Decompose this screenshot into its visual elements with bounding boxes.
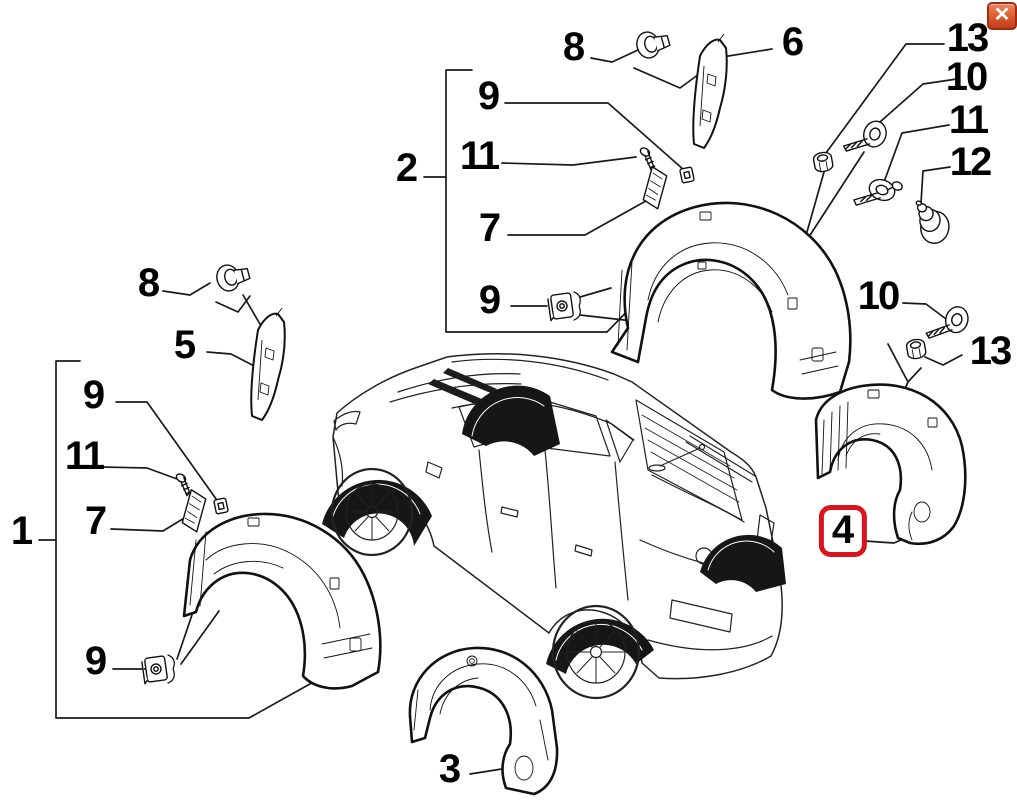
rear-wheel (551, 604, 641, 700)
callout-8-0[interactable]: 8 (562, 25, 585, 69)
callout-9-12[interactable]: 9 (478, 278, 501, 322)
bracket-strip-6 (692, 33, 728, 149)
license-recess (669, 599, 733, 633)
callout-6-1[interactable]: 6 (781, 20, 804, 64)
callout-11-16[interactable]: 11 (64, 434, 105, 478)
rear-liner-part (408, 646, 559, 796)
clip-nut-9-large-lower (141, 655, 168, 685)
callout-1-18[interactable]: 1 (10, 509, 33, 553)
nut-13-mid (905, 338, 927, 360)
front-left-liner-part (182, 512, 382, 690)
wiper-strip (443, 368, 497, 394)
door-handle (500, 506, 519, 518)
front-light (333, 410, 361, 431)
front-right-liner-floating (462, 385, 560, 456)
mirror (425, 461, 443, 479)
antenna (648, 443, 706, 472)
callout-9-15[interactable]: 9 (82, 373, 105, 417)
callout-4-19[interactable]: 4 (818, 505, 868, 557)
car-illustration (322, 352, 786, 700)
callout-label: 12 (949, 140, 992, 184)
callout-10-4[interactable]: 10 (945, 55, 988, 99)
callout-10-11[interactable]: 10 (857, 274, 900, 318)
rear-right-liner-installed (700, 534, 786, 592)
leader-lines (38, 43, 963, 775)
front-liner-part (610, 201, 852, 400)
callout-label: 8 (562, 25, 585, 69)
callout-label: 10 (945, 55, 988, 99)
callout-label: 9 (477, 74, 500, 118)
callout-12-8[interactable]: 12 (949, 140, 992, 184)
callout-label: 6 (781, 20, 804, 64)
callout-11-5[interactable]: 11 (459, 134, 500, 178)
front-wheel (330, 467, 414, 557)
rear-window (635, 399, 743, 521)
callout-3-21[interactable]: 3 (438, 747, 461, 791)
callout-label: 11 (948, 98, 989, 142)
callout-9-20[interactable]: 9 (84, 639, 107, 683)
door-handle (574, 544, 593, 557)
callout-label: 13 (969, 329, 1012, 373)
plate-7-upper (642, 166, 668, 210)
screw-grommet-12 (915, 200, 950, 244)
callout-13-14[interactable]: 13 (969, 329, 1012, 373)
close-button[interactable]: ✕ (987, 2, 1017, 30)
screw-10-mid (925, 306, 969, 339)
callout-label: 8 (137, 261, 160, 305)
screw-11-upper (639, 147, 656, 171)
grommet-8-left (216, 264, 251, 292)
clip-nut-9-large-upper (547, 292, 574, 322)
callout-label: 1 (10, 509, 33, 553)
bracket-strip-5 (250, 307, 286, 421)
callout-5-13[interactable]: 5 (173, 323, 196, 367)
callout-2-6[interactable]: 2 (395, 146, 418, 190)
rivet-11-right (853, 178, 903, 206)
callout-label: 4 (831, 508, 855, 552)
callout-label: 11 (64, 434, 105, 478)
callout-label: 7 (478, 206, 501, 250)
car-body-outline (332, 352, 783, 680)
grommet-8-top (636, 31, 671, 59)
callout-label: 5 (173, 323, 196, 367)
callout-7-9[interactable]: 7 (478, 206, 501, 250)
wiper-strip (428, 379, 489, 408)
callout-7-17[interactable]: 7 (84, 499, 107, 543)
callout-8-10[interactable]: 8 (137, 261, 160, 305)
callout-label: 10 (857, 274, 900, 318)
rear-right-liner-part (814, 383, 967, 546)
callout-13-3[interactable]: 13 (946, 16, 989, 60)
callout-9-2[interactable]: 9 (477, 74, 500, 118)
callout-label: 3 (438, 747, 461, 791)
plate-7-lower (181, 489, 207, 533)
clip-nut-9-small-upper (679, 166, 695, 184)
callout-label: 9 (84, 639, 107, 683)
callout-label: 2 (395, 146, 418, 190)
callout-label: 11 (459, 134, 500, 178)
callout-label: 9 (478, 278, 501, 322)
clip-nut-9-small-lower (213, 497, 229, 515)
callout-label: 13 (946, 16, 989, 60)
callout-label: 9 (82, 373, 105, 417)
screw-11-lower (175, 473, 192, 497)
close-icon: ✕ (993, 4, 1011, 26)
screw-10-top (843, 120, 887, 152)
callout-11-7[interactable]: 11 (948, 98, 989, 142)
nut-13-top (812, 151, 834, 173)
callout-label: 7 (84, 499, 107, 543)
